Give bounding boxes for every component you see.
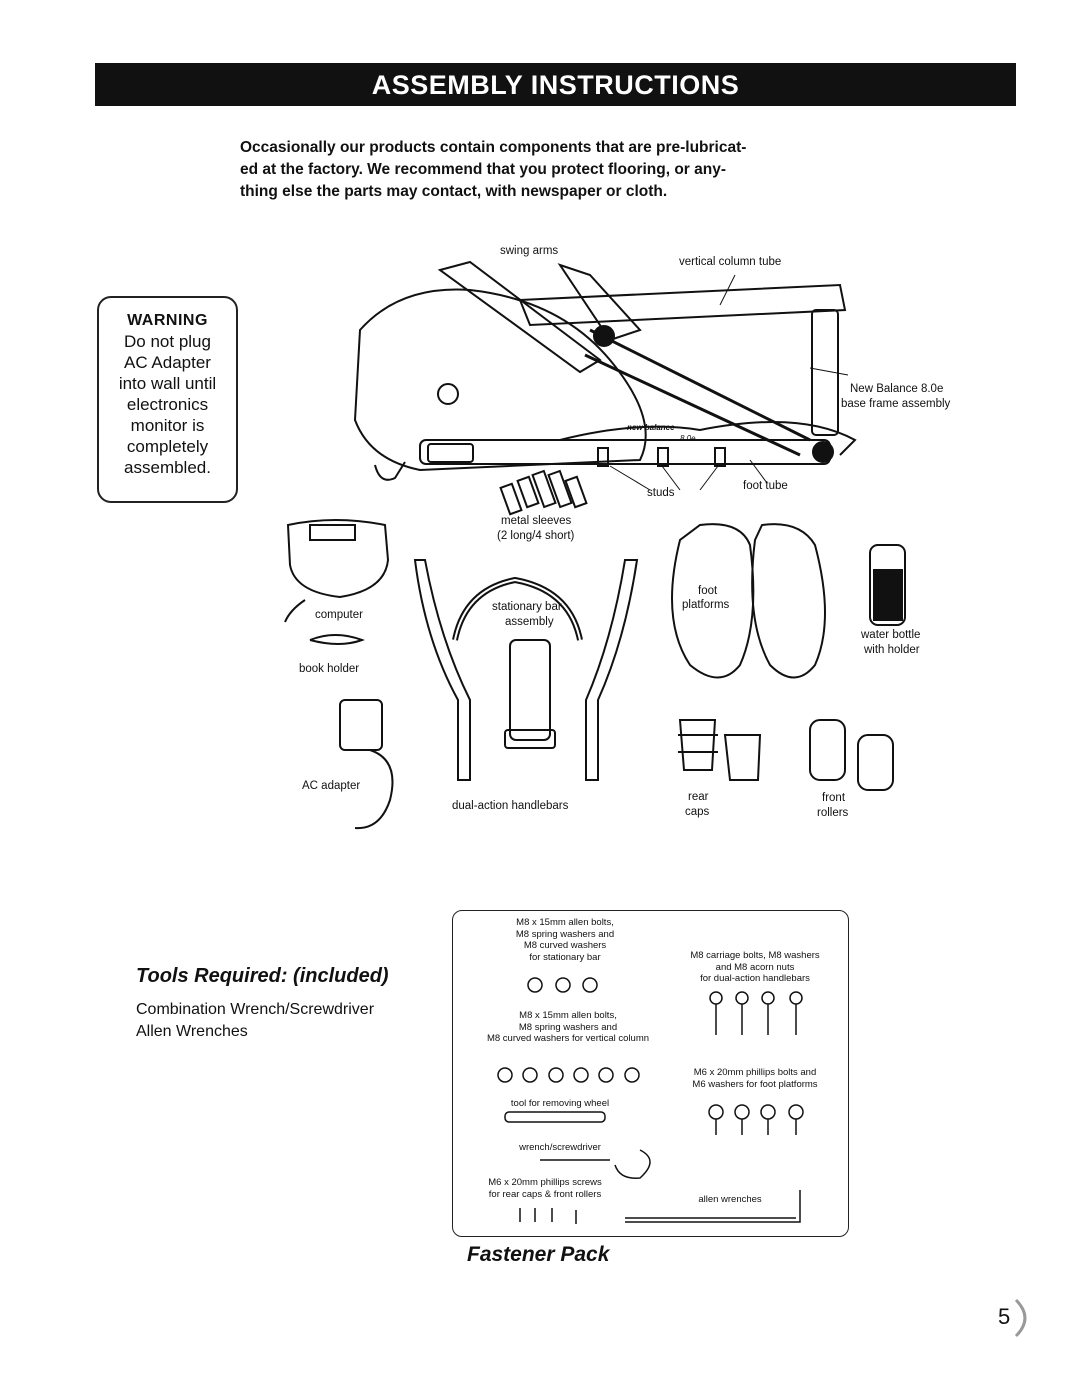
- label-stationary-bar: assembly: [505, 616, 554, 628]
- swing-arm: [437, 260, 602, 374]
- label-front-rollers: rollers: [817, 807, 849, 819]
- tool-item: Allen Wrenches: [136, 1023, 248, 1040]
- label-water-bottle: water bottle: [861, 629, 921, 641]
- fastener-desc: M6 x 20mm phillips bolts and: [693, 1067, 817, 1078]
- fastener-desc: M8 x 15mm allen bolts,: [519, 1010, 617, 1021]
- fastener-group-vertical-column: M8 x 15mm allen bolts, M8 spring washers…: [463, 1010, 673, 1045]
- fastener-group-stationary-bar: M8 x 15mm allen bolts, M8 spring washers…: [500, 917, 630, 963]
- front-roller: [857, 734, 894, 791]
- label-computer: computer: [315, 609, 363, 621]
- label-ac-adapter: AC adapter: [302, 780, 361, 792]
- swing-arm: [557, 263, 642, 342]
- label-foot-tube: foot tube: [743, 480, 788, 492]
- tools-list: Combination Wrench/Screwdriver Allen Wre…: [136, 999, 374, 1043]
- brand-logo-text: new balance: [627, 423, 675, 432]
- rear-cap: [678, 719, 717, 771]
- label-metal-sleeves: metal sleeves: [501, 515, 572, 527]
- computer-console: [286, 519, 390, 599]
- fastener-desc: M8 x 15mm allen bolts,: [516, 917, 614, 928]
- rear-cap: [723, 734, 762, 781]
- label-water-bottle: with holder: [864, 644, 920, 656]
- fastener-desc: M6 washers for foot platforms: [692, 1078, 818, 1090]
- fastener-desc: M8 carriage bolts, M8 washers: [690, 950, 820, 961]
- page-number-bracket-icon: [1014, 1298, 1027, 1338]
- warning-line: AC Adapter: [124, 353, 211, 372]
- warning-line: monitor is: [130, 416, 205, 435]
- warning-box: WARNING Do not plug AC Adapter into wall…: [97, 296, 238, 503]
- fastener-desc: M8 curved washers: [523, 940, 607, 951]
- warning-line: electronics: [126, 395, 209, 414]
- front-roller: [809, 719, 846, 781]
- label-rear-caps: rear: [688, 791, 709, 803]
- fastener-group-foot-platforms: M6 x 20mm phillips bolts and M6 washers …: [675, 1067, 835, 1090]
- fastener-desc: M8 spring washers and: [518, 1021, 618, 1033]
- fastener-desc: and M8 acorn nuts: [715, 961, 795, 973]
- model-badge: 8.0e: [680, 434, 696, 443]
- label-front-rollers: front: [822, 792, 846, 804]
- warning-line: completely: [126, 437, 209, 456]
- fastener-desc: M8 spring washers and: [515, 928, 615, 940]
- label-book-holder: book holder: [299, 663, 360, 675]
- fastener-pack-title: Fastener Pack: [467, 1243, 610, 1266]
- label-metal-sleeves: (2 long/4 short): [497, 530, 575, 542]
- fastener-desc: allen wrenches: [698, 1194, 762, 1205]
- intro-paragraph: Occasionally our products contain compon…: [240, 137, 880, 203]
- fastener-desc: for dual-action handlebars: [700, 973, 810, 984]
- warning-line: assembled.: [124, 458, 211, 477]
- fastener-desc: M8 curved washers for vertical column: [486, 1033, 650, 1044]
- ac-adapter: [339, 699, 383, 751]
- label-rear-caps: caps: [685, 806, 710, 818]
- water-bottle: [869, 544, 906, 626]
- warning-line: into wall until: [118, 374, 217, 393]
- label-stationary-bar: stationary bar: [492, 601, 562, 613]
- fastener-desc: tool for removing wheel: [510, 1098, 610, 1109]
- flywheel-housing: [353, 288, 647, 472]
- fastener-desc: for stationary bar: [529, 951, 601, 963]
- label-base-frame: base frame assembly: [841, 398, 951, 410]
- label-handlebars: dual-action handlebars: [452, 800, 569, 812]
- handlebar-left: [413, 559, 471, 781]
- fastener-group-screws: M6 x 20mm phillips screws for rear caps …: [470, 1177, 620, 1200]
- label-foot-platforms: platforms: [682, 599, 730, 611]
- label-base-frame: New Balance 8.0e: [850, 383, 944, 395]
- warning-heading: WARNING: [127, 312, 208, 329]
- label-swing-arms: swing arms: [500, 245, 559, 257]
- label-studs: studs: [647, 487, 675, 499]
- fastener-desc: for rear caps & front rollers: [488, 1188, 602, 1200]
- fastener-desc: wrench/screwdriver: [519, 1142, 601, 1153]
- label-vertical-column-tube: vertical column tube: [679, 256, 782, 268]
- fastener-pack-box: [452, 910, 849, 1237]
- foot-platform: [671, 523, 755, 679]
- fastener-desc: M6 x 20mm phillips screws: [488, 1177, 602, 1188]
- handlebar-right: [585, 559, 639, 781]
- page-number: 5: [998, 1304, 1011, 1329]
- intro-line: Occasionally our products contain compon…: [240, 139, 747, 156]
- page-title: ASSEMBLY INSTRUCTIONS: [95, 63, 1016, 106]
- flywheel-hub: [437, 383, 459, 405]
- fastener-group-handlebars: M8 carriage bolts, M8 washers and M8 aco…: [675, 950, 835, 985]
- label-foot-platforms: foot: [698, 585, 718, 597]
- foot-platform: [751, 523, 826, 679]
- tools-heading: Tools Required: (included): [136, 965, 389, 987]
- tool-item: Combination Wrench/Screwdriver: [136, 1001, 375, 1018]
- vertical-column-tube: [518, 283, 847, 327]
- warning-line: Do not plug: [124, 332, 211, 351]
- intro-line: ed at the factory. We recommend that you…: [240, 161, 727, 178]
- intro-line: thing else the parts may contact, with n…: [240, 183, 668, 200]
- book-holder: [309, 634, 365, 645]
